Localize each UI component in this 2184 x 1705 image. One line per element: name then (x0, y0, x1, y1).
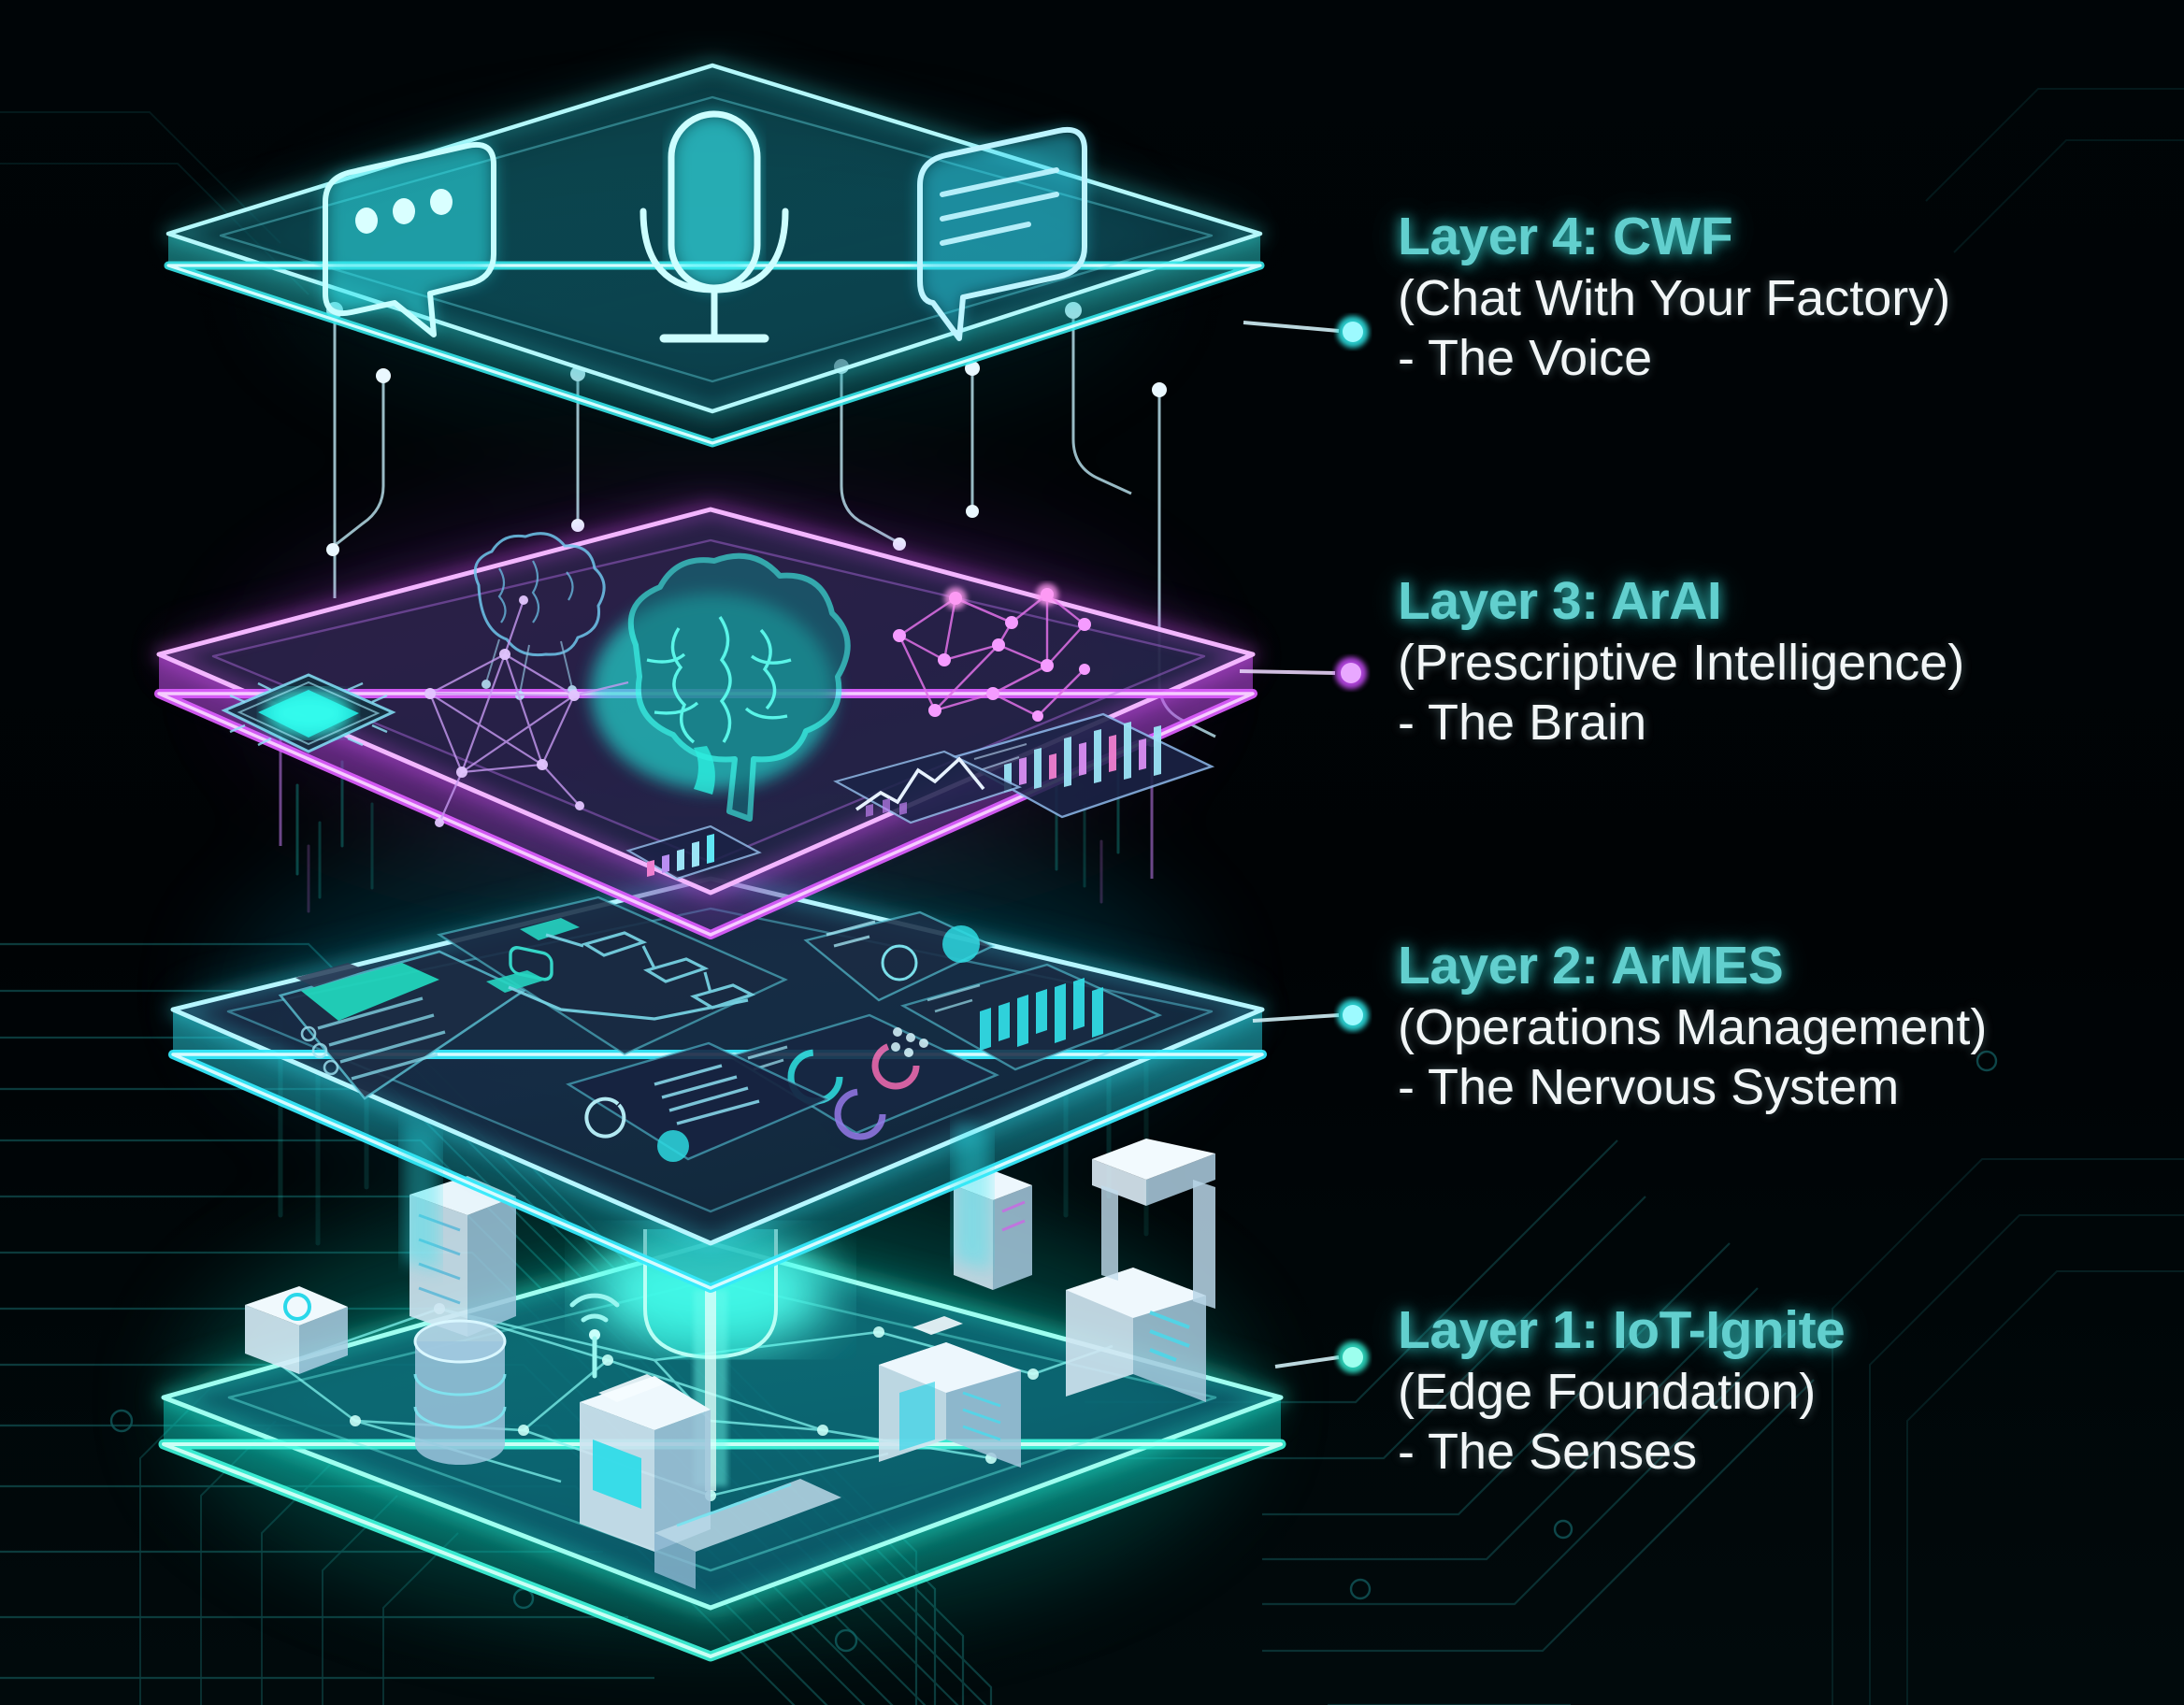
connector-layer-1 (1274, 1341, 1369, 1373)
gantry-icon (1092, 1139, 1215, 1309)
layer-4-tagline: - The Voice (1398, 330, 1653, 387)
brain-icon (591, 552, 851, 822)
cnc-machine-icon (1066, 1268, 1206, 1402)
layer-1-title: Layer 1: IoT-Ignite (1398, 1300, 1846, 1360)
layer-2-title: Layer 2: ArMES (1398, 936, 1784, 996)
layer-label-2[interactable]: Layer 2: ArMES (Operations Management) -… (1398, 936, 2184, 1117)
layer-4-subtitle: (Chat With Your Factory) (1398, 269, 1951, 326)
connector-layer-3 (1239, 657, 1367, 689)
neural-network-icon (893, 583, 1091, 722)
line-chart-icon (833, 750, 1022, 824)
layer-1-subtitle: (Edge Foundation) (1398, 1363, 1817, 1420)
layer-label-1[interactable]: Layer 1: IoT-Ignite (Edge Foundation) - … (1398, 1300, 2184, 1482)
kpi-panel-icon (803, 910, 996, 1002)
dashboard-panel-icon (278, 950, 526, 1100)
layer-3-subtitle: (Prescriptive Intelligence) (1398, 634, 1965, 691)
mini-bar-chart-icon (625, 824, 762, 881)
layer-3-tagline: - The Brain (1398, 695, 1647, 752)
message-lines-icon (917, 127, 1087, 341)
microphone-icon (639, 110, 789, 343)
layer-4-title: Layer 4: CWF (1398, 207, 1733, 266)
conveyor-icon (654, 1479, 841, 1589)
layer-1-tagline: - The Senses (1398, 1424, 1698, 1481)
layer-label-4[interactable]: Layer 4: CWF (Chat With Your Factory) - … (1398, 207, 2184, 388)
cpu-chip-icon (221, 673, 396, 753)
donut-chart-icon (726, 1013, 999, 1140)
robot-arm-icon (879, 1316, 1021, 1468)
sensor-puck-icon (245, 1286, 348, 1374)
wifi-antenna-icon (569, 1293, 620, 1379)
chat-bubble-icon (323, 142, 496, 337)
list-panel-icon (566, 1041, 831, 1162)
connector-layer-4 (1243, 316, 1369, 348)
bar-chart-icon (899, 963, 1163, 1071)
layer-label-list: Layer 4: CWF (Chat With Your Factory) - … (1398, 0, 2183, 1705)
connector-layer-2 (1252, 999, 1369, 1031)
layer-2-tagline: - The Nervous System (1398, 1059, 1900, 1116)
storage-drum-icon (413, 1319, 507, 1465)
layer-label-3[interactable]: Layer 3: ArAI (Prescriptive Intelligence… (1398, 571, 2184, 752)
layer-3-title: Layer 3: ArAI (1398, 571, 1722, 631)
mesh-graph-icon (428, 599, 629, 824)
analytics-panel-icon (950, 712, 1215, 819)
workflow-icon (436, 895, 788, 1056)
layer-2-subtitle: (Operations Management) (1398, 998, 1988, 1055)
control-terminal-icon (580, 1374, 711, 1552)
